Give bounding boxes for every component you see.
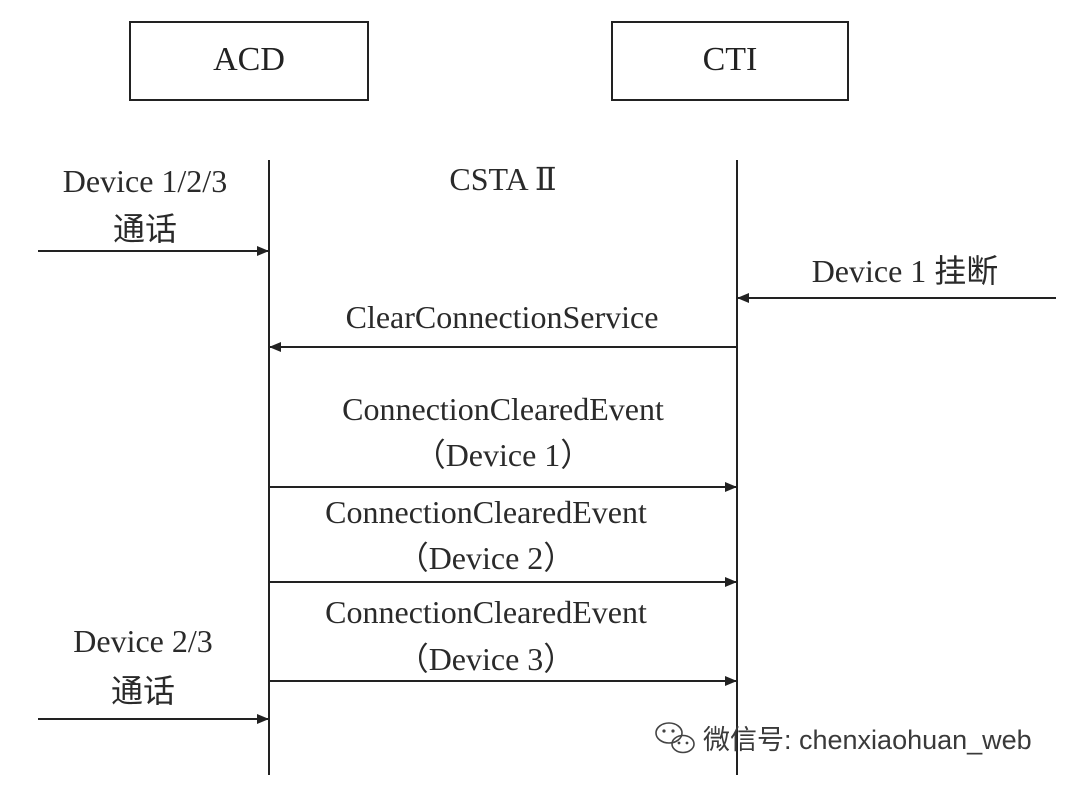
watermark-text: 微信号: chenxiaohuan_web <box>703 725 1032 755</box>
message-connection-cleared-device-3: ConnectionClearedEvent （Device 3） <box>270 594 737 686</box>
message-2-label: ConnectionClearedEvent <box>342 391 664 427</box>
message-clear-connection-service: ClearConnectionService <box>269 299 736 352</box>
right-event: Device 1 挂断 <box>737 253 1056 303</box>
message-3-label: ConnectionClearedEvent <box>325 494 647 530</box>
wechat-icon <box>655 722 695 754</box>
message-connection-cleared-device-1: ConnectionClearedEvent （Device 1） <box>270 391 737 492</box>
cti-entity: CTI <box>611 21 849 101</box>
left-event-1: Device 1/2/3 通话 <box>38 163 269 256</box>
left-event-1-line2: 通话 <box>113 211 177 247</box>
acd-box <box>129 21 369 101</box>
message-3-sublabel: （Device 2） <box>397 540 576 576</box>
cti-label: CTI <box>703 41 758 78</box>
left-event-2-line2: 通话 <box>111 673 175 709</box>
right-event-label: Device 1 挂断 <box>812 253 999 289</box>
message-2-sublabel: （Device 1） <box>414 437 593 473</box>
message-4-label: ConnectionClearedEvent <box>325 594 647 630</box>
left-event-2-line1: Device 2/3 <box>73 623 213 659</box>
watermark: 微信号: chenxiaohuan_web <box>655 722 1032 755</box>
acd-entity: ACD <box>129 21 369 101</box>
protocol-label: CSTA Ⅱ <box>449 161 556 197</box>
message-1-label: ClearConnectionService <box>346 299 659 335</box>
left-event-1-line1: Device 1/2/3 <box>63 163 227 199</box>
left-event-2: Device 2/3 通话 <box>38 623 269 724</box>
cti-box <box>611 21 849 101</box>
acd-label: ACD <box>213 41 285 78</box>
message-4-sublabel: （Device 3） <box>397 641 576 677</box>
message-connection-cleared-device-2: ConnectionClearedEvent （Device 2） <box>270 494 737 587</box>
